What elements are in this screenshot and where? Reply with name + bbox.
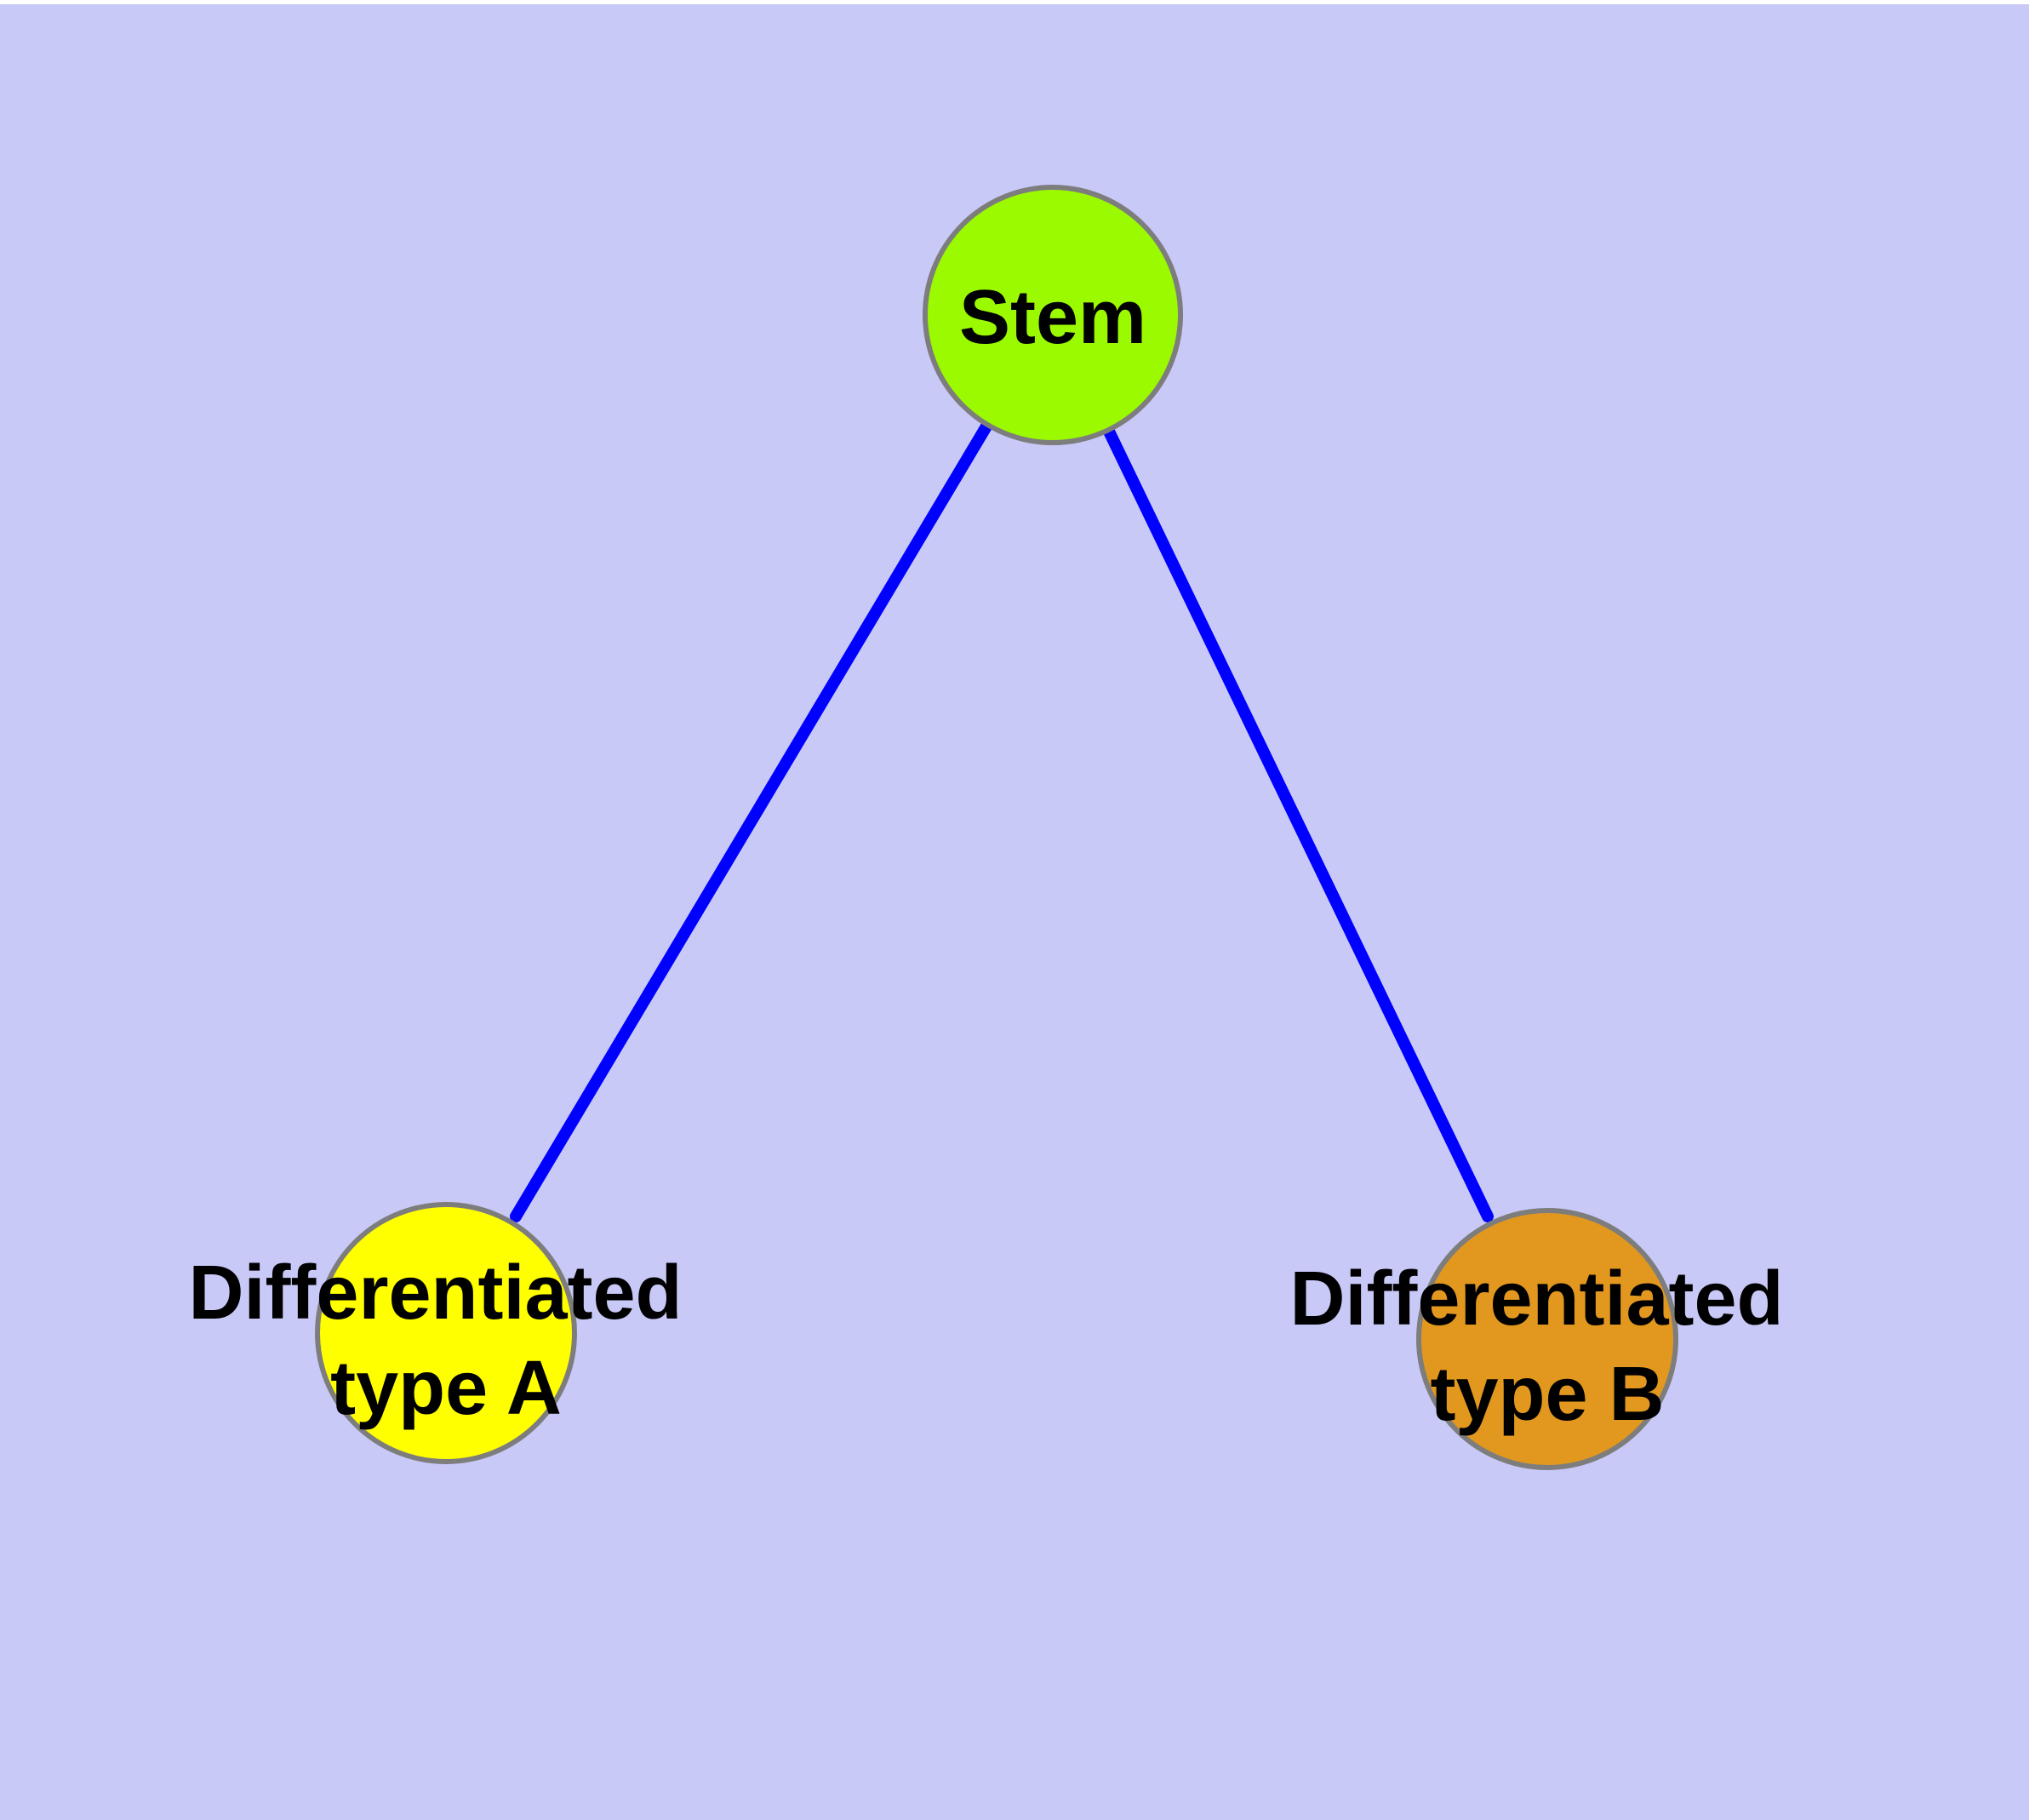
node-differentiated-type-b-label-line1: Differentiated bbox=[1289, 1256, 1783, 1342]
node-differentiated-type-b-circle bbox=[1416, 1208, 1678, 1470]
node-differentiated-type-b: Differentiated type B bbox=[1289, 1208, 1804, 1470]
node-differentiated-type-a: Differentiated type A bbox=[188, 1202, 703, 1464]
node-differentiated-type-b-label: Differentiated type B bbox=[1289, 1256, 1804, 1437]
node-stem-circle bbox=[923, 185, 1183, 445]
node-differentiated-type-a-circle bbox=[315, 1202, 577, 1464]
node-stem: Stem bbox=[923, 185, 1183, 445]
edge-stem-to-type-a bbox=[510, 309, 1059, 1222]
edge-stem-to-type-b bbox=[1047, 309, 1494, 1222]
node-differentiated-type-a-label-line1: Differentiated bbox=[188, 1251, 682, 1336]
node-differentiated-type-a-label-line2: type A bbox=[330, 1346, 562, 1431]
node-stem-label: Stem bbox=[959, 275, 1146, 360]
node-differentiated-type-a-label: Differentiated type A bbox=[188, 1251, 703, 1431]
node-differentiated-type-b-label-line2: type B bbox=[1430, 1352, 1664, 1437]
